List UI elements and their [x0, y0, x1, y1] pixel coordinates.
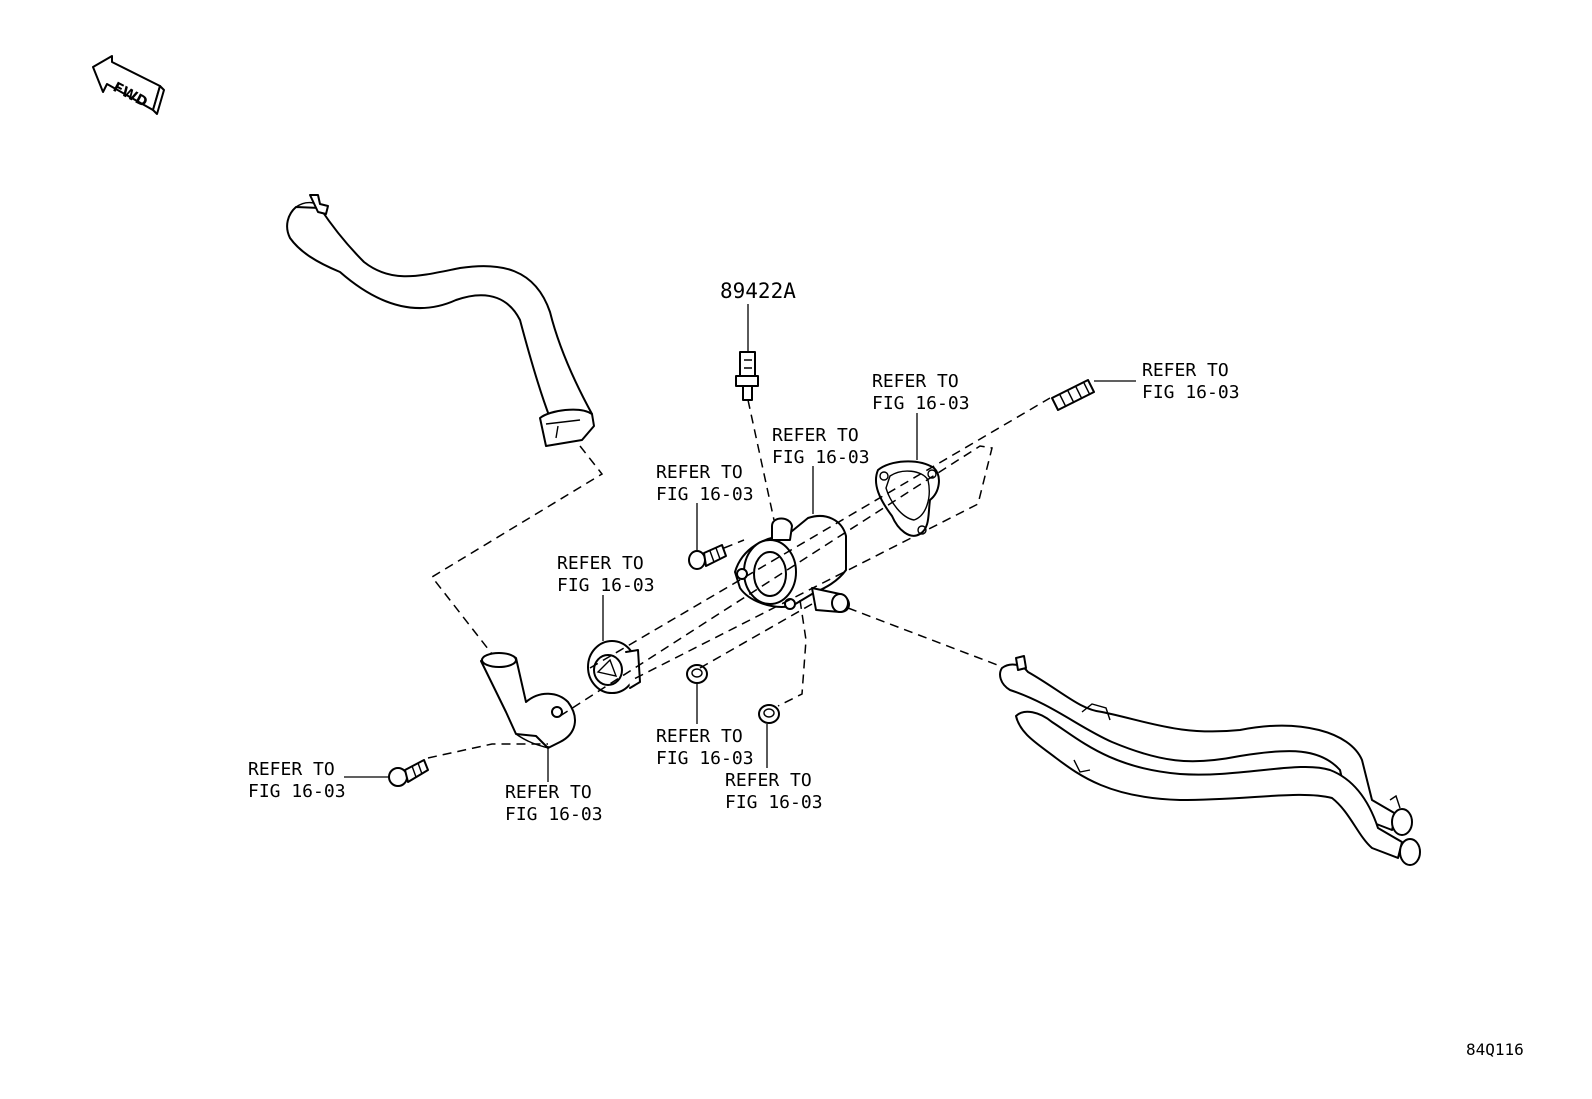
callout-bolt-left-line1: REFER TO [248, 759, 335, 780]
nut-b-illustration [758, 704, 780, 724]
callout-gasket: REFER TO FIG 16-03 [872, 371, 970, 414]
fwd-arrow-icon: FWD [92, 55, 165, 115]
bypass-pipe-illustration [999, 655, 1421, 866]
bolt-upper-illustration [688, 544, 727, 570]
callout-stud-line2: FIG 16-03 [1142, 382, 1240, 403]
callout-gasket-line2: FIG 16-03 [872, 393, 970, 414]
callout-gasket-line1: REFER TO [872, 371, 959, 392]
upper-hose-illustration [286, 194, 595, 447]
callout-outlet: REFER TO FIG 16-03 [772, 425, 870, 468]
bolt-left-illustration [388, 759, 429, 787]
water-outlet-illustration [734, 515, 850, 613]
callout-bolt-upper: REFER TO FIG 16-03 [656, 462, 754, 505]
callout-inlet-line2: FIG 16-03 [505, 804, 603, 825]
nut-a-illustration [686, 664, 708, 684]
water-inlet-illustration [480, 652, 576, 749]
callout-outlet-line2: FIG 16-03 [772, 447, 870, 468]
callout-stud: REFER TO FIG 16-03 [1142, 360, 1240, 403]
callout-thermostat-line1: REFER TO [557, 553, 644, 574]
callout-bolt-left-line2: FIG 16-03 [248, 781, 346, 802]
callout-nut-a: REFER TO FIG 16-03 [656, 726, 754, 769]
callout-bolt-left: REFER TO FIG 16-03 [248, 759, 346, 802]
assembly-lines [427, 397, 1051, 759]
callout-thermostat: REFER TO FIG 16-03 [557, 553, 655, 596]
callout-nut-b-line2: FIG 16-03 [725, 792, 823, 813]
water-temp-sensor-illustration [735, 351, 759, 401]
stud-bolt-illustration [1051, 379, 1095, 411]
callout-inlet-line1: REFER TO [505, 782, 592, 803]
part-number-89422a: 89422A [720, 279, 796, 303]
callout-outlet-line1: REFER TO [772, 425, 859, 446]
callout-nut-b: REFER TO FIG 16-03 [725, 770, 823, 813]
callout-nut-a-line2: FIG 16-03 [656, 748, 754, 769]
callout-stud-line1: REFER TO [1142, 360, 1229, 381]
callout-nut-b-line1: REFER TO [725, 770, 812, 791]
callout-nut-a-line1: REFER TO [656, 726, 743, 747]
callout-bolt-upper-line2: FIG 16-03 [656, 484, 754, 505]
callout-bolt-upper-line1: REFER TO [656, 462, 743, 483]
illustration-code: 84Q116 [1466, 1040, 1524, 1059]
callout-inlet: REFER TO FIG 16-03 [505, 782, 603, 825]
leader-lines [344, 304, 1136, 782]
thermostat-illustration [587, 640, 641, 694]
gasket-illustration [874, 460, 940, 537]
callout-thermostat-line2: FIG 16-03 [557, 575, 655, 596]
